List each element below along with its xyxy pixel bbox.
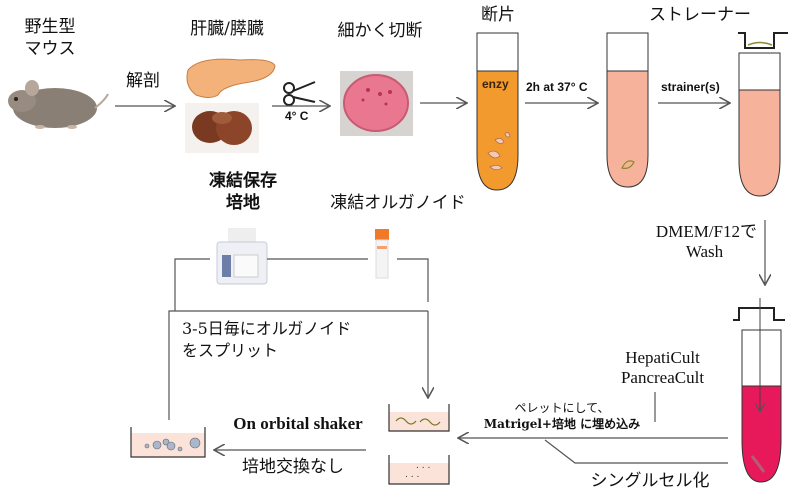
label-split-line2: をスプリット <box>182 341 279 360</box>
frozen-organoid-vial <box>375 229 389 279</box>
minced-tissue-dish-image <box>340 71 413 136</box>
label-strainer-title: ストレーナー <box>649 5 751 25</box>
single-cell-dish: . . . . . . <box>388 455 450 485</box>
pancreas-image <box>186 58 276 98</box>
label-no-medium-change: 培地交換なし <box>242 457 344 477</box>
label-freeze-medium-line2: 培地 <box>226 193 260 213</box>
label-pellet-line1: ペレットにして、 <box>514 401 610 415</box>
label-pellet-embed: ペレットにして、 Matrigel+培地 に埋め込み <box>462 400 662 432</box>
label-dissection: 解剖 <box>126 71 160 91</box>
cell-suspension-tube <box>733 298 785 483</box>
shaker-dish <box>130 427 206 458</box>
label-mince: 細かく切断 <box>337 21 423 41</box>
freeze-line-left <box>174 258 210 311</box>
label-wild-mouse-line2: マウス <box>24 39 76 59</box>
mouse-image <box>8 80 109 129</box>
svg-text:. . .: . . . <box>416 461 430 471</box>
label-medium-line2: PancreaCult <box>620 368 705 387</box>
label-incubation: 2h at 37° C <box>526 80 588 94</box>
label-strainer-step: strainer(s) <box>661 80 720 94</box>
freeze-line-right <box>397 258 429 302</box>
label-wild-mouse-line1: 野生型 <box>24 17 76 37</box>
liver-image <box>185 103 259 153</box>
label-medium-line1: HepatiCult <box>625 348 700 367</box>
label-organs: 肝臓/膵臓 <box>190 19 264 39</box>
label-wash: DMEM/F12で Wash <box>612 222 757 262</box>
freeze-medium-bottle <box>216 228 268 285</box>
label-enzyme: enzy <box>482 77 509 91</box>
svg-text:. . .: . . . <box>405 470 419 480</box>
label-frozen-organoid: 凍結オルガノイド <box>330 193 466 213</box>
organoid-dish-embedded <box>388 404 450 432</box>
label-medium: HepatiCult PancreaCult <box>600 348 725 388</box>
label-single-cell: シングルセル化 <box>590 471 710 491</box>
label-wash-line2: Wash <box>685 242 724 261</box>
label-freeze-medium-line1: 凍結保存 <box>209 171 277 191</box>
split-loop-line <box>168 310 428 420</box>
label-split: 3-5日毎にオルガノイド をスプリット <box>182 318 351 362</box>
label-wash-line1: DMEM/F12で <box>655 222 757 241</box>
label-pellet-line2: Matrigel+培地 に埋め込み <box>483 417 641 431</box>
scissors-icon <box>283 81 316 106</box>
enzyme-tube <box>476 32 519 191</box>
label-shaker: On orbital shaker <box>233 414 363 433</box>
label-wild-mouse: 野生型 マウス <box>10 16 90 60</box>
label-4c: 4° C <box>285 109 309 123</box>
digested-tube <box>606 32 649 188</box>
label-split-line1: 3-5日毎にオルガノイド <box>182 319 352 338</box>
label-fragments: 断片 <box>481 5 515 25</box>
strainer-tube <box>738 32 788 197</box>
line-single-cell <box>544 439 728 464</box>
label-freeze-medium: 凍結保存 培地 <box>198 170 288 214</box>
